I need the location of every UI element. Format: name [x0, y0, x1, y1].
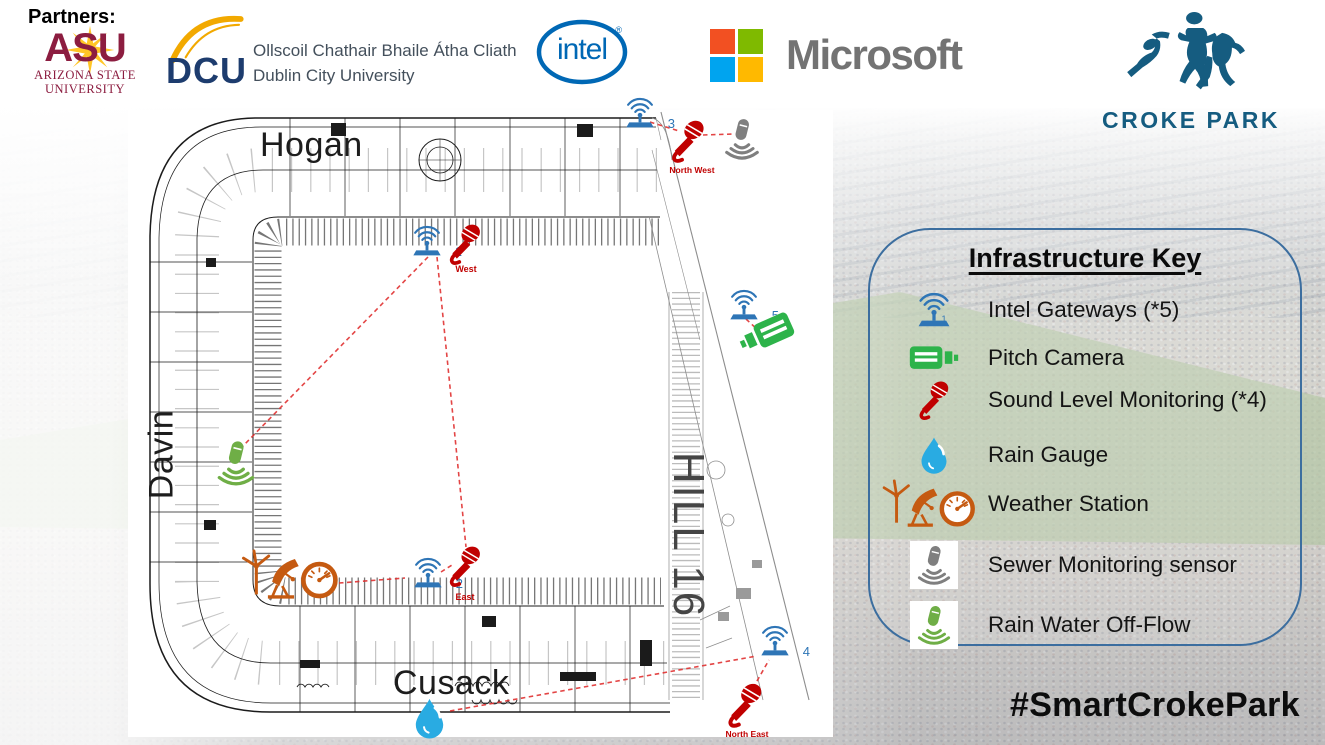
partners-heading: Partners: [28, 6, 116, 28]
dcu-irish-name: Ollscoil Chathair Bhaile Átha Cliath [253, 41, 517, 60]
legend-row-rain-offflow: Rain Water Off-Flow [870, 601, 1300, 649]
legend-label: Rain Gauge [988, 442, 1109, 467]
rain-offflow-map-icon [212, 438, 260, 488]
legend-label: Weather Station [988, 491, 1149, 516]
stand-label-hogan: Hogan [260, 126, 363, 164]
intel-registered-mark: ® [615, 25, 622, 35]
croke-park-logo: CROKE PARK [1088, 10, 1294, 134]
microsoft-logo: Microsoft [710, 28, 963, 82]
legend-row-sewer-sensor: Sewer Monitoring sensor [870, 541, 1300, 589]
sound-level-icon [900, 377, 968, 423]
legend-title: Infrastructure Key [968, 243, 1202, 273]
intel-gateway-4: 4 [752, 624, 810, 659]
asu-acronym: ASU [44, 26, 126, 70]
legend-row-rain-gauge: Rain Gauge [870, 432, 1300, 478]
sensor-link-lines [239, 121, 770, 712]
intel-gateway-2: 2 [405, 556, 463, 591]
croke-park-players-icon [1127, 12, 1245, 90]
intel-gateway-3: 3 [617, 96, 675, 131]
asu-logo: ASU ARIZONA STATE UNIVERSITY [26, 25, 144, 97]
stand-label-cusack: Cusack [393, 664, 510, 702]
intel-gateway-1: 1 [404, 224, 462, 259]
hashtag: #SmartCrokePark [1010, 686, 1300, 724]
legend-row-pitch-camera: Pitch Camera [870, 335, 1300, 381]
legend-label: Sewer Monitoring sensor [988, 552, 1237, 577]
legend-label: Sound Level Monitoring (*4) [988, 387, 1267, 412]
intel-gateway-5: 5 [721, 288, 779, 323]
asu-name-line2: UNIVERSITY [45, 82, 125, 97]
weather-station-icon [872, 481, 984, 527]
legend-label: Rain Water Off-Flow [988, 612, 1191, 637]
gateway-number: 5 [771, 308, 779, 323]
sound-sensor-north-west-icon [668, 118, 708, 164]
microsoft-square-green [737, 29, 763, 54]
rain-offflow-chip [910, 601, 958, 649]
sound-sensor-east-label: East [455, 592, 475, 602]
pitch-camera-icon [900, 335, 968, 381]
sewer-sensor-icon [900, 541, 968, 589]
gateway-number: 3 [667, 116, 675, 131]
dcu-names: Ollscoil Chathair Bhaile Átha Cliath Dub… [253, 39, 517, 88]
rain-gauge-icon [900, 432, 968, 478]
dcu-acronym: DCU [166, 50, 247, 91]
intel-logo: intel ® [536, 15, 628, 89]
infrastructure-key-legend: Infrastructure Key 1 Intel Gateways (*5)… [868, 228, 1302, 649]
asu-name-line1: ARIZONA STATE [34, 68, 136, 82]
intel-wordmark: intel [556, 33, 608, 66]
gateway-number: 1 [941, 314, 947, 324]
legend-label: Intel Gateways (*5) [988, 297, 1180, 322]
stand-label-hill16: HILL 16 [664, 451, 713, 619]
microsoft-square-blue [710, 56, 735, 82]
microsoft-square-yellow [737, 56, 763, 82]
weather-station-map-icon [236, 548, 342, 602]
intel-gateway-icon: 1 [900, 287, 968, 333]
sound-sensor-north-east-label: North East [725, 729, 769, 739]
stadium-floor-plan [149, 111, 810, 713]
microsoft-square-red [710, 29, 735, 54]
stadium-map-panel: Hogan Davin Cusack HILL 16 1 2 3 4 5 Wes [128, 97, 833, 739]
sound-sensor-west-icon [446, 222, 484, 266]
legend-row-intel-gateways: 1 Intel Gateways (*5) [870, 287, 1300, 333]
rain-gauge-map-icon [413, 697, 446, 739]
legend-row-weather-station: Weather Station [870, 481, 1300, 527]
rain-offflow-icon [900, 601, 968, 649]
sewer-sensor-chip [910, 541, 958, 589]
microsoft-wordmark: Microsoft [786, 31, 963, 78]
microsoft-squares-icon [710, 29, 763, 82]
sound-sensor-east-icon [446, 544, 484, 588]
croke-park-wordmark: CROKE PARK [1102, 107, 1280, 133]
sound-sensor-north-east-icon [724, 681, 766, 729]
legend-label: Pitch Camera [988, 345, 1125, 370]
sound-sensor-west-label: West [455, 264, 477, 274]
sewer-sensor-map-icon [720, 116, 764, 162]
intel-ellipse-icon [536, 19, 628, 85]
stand-label-davin: Davin [142, 409, 181, 500]
legend-row-sound-level: Sound Level Monitoring (*4) [870, 377, 1300, 423]
sound-sensor-north-west-label: North West [669, 165, 715, 175]
dcu-english-name: Dublin City University [253, 65, 415, 85]
gateway-number: 4 [802, 644, 810, 659]
